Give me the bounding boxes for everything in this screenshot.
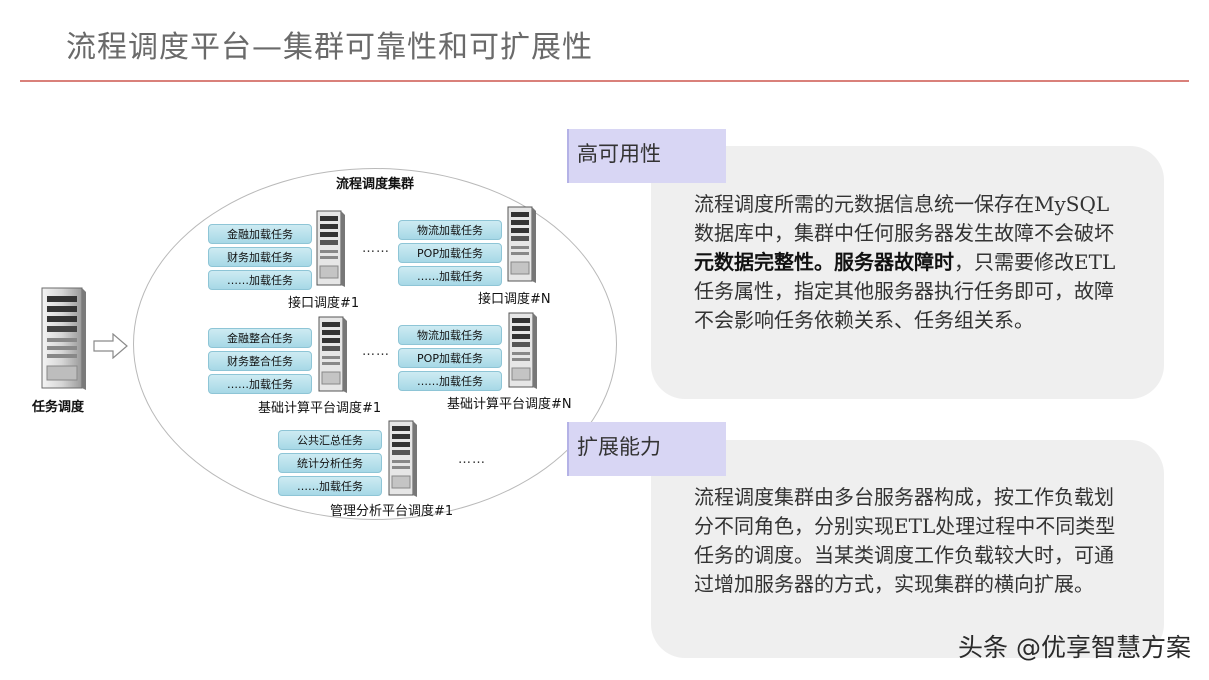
node-label: 管理分析平台调度#1 [330,504,454,519]
right-arrow-icon [93,333,128,359]
server-icon [508,312,537,389]
task-box: POP加载任务 [398,348,502,368]
scalability-tag: 扩展能力 [567,422,726,476]
watermark: 头条 @优享智慧方案 [958,633,1191,662]
task-box: 物流加载任务 [398,220,502,240]
page-title: 流程调度平台—集群可靠性和可扩展性 [66,30,593,65]
task-box: 财务整合任务 [208,351,312,371]
task-box: ……加载任务 [398,266,502,286]
task-box: ……加载任务 [208,374,312,394]
task-box: 公共汇总任务 [278,430,382,450]
task-box: 统计分析任务 [278,453,382,473]
scheduler-server-icon [41,287,86,390]
task-box: POP加载任务 [398,243,502,263]
task-box: ……加载任务 [398,371,502,391]
task-box: 金融整合任务 [208,328,312,348]
scalability-text: 流程调度集群由多台服务器构成，按工作负载划分不同角色，分别实现ETL处理过程中不… [694,485,1116,596]
ellipsis: …… [362,344,390,359]
high-availability-tag: 高可用性 [567,129,726,183]
cluster-ellipse [133,168,617,520]
high-availability-text: 流程调度所需的元数据信息统一保存在MySQL数据库中，集群中任何服务器发生故障不… [694,192,1116,332]
task-box: 金融加载任务 [208,224,312,244]
server-icon [388,420,417,497]
task-box: 财务加载任务 [208,247,312,267]
title-divider [20,80,1189,82]
ellipsis: …… [362,241,390,256]
task-box: ……加载任务 [278,476,382,496]
node-label: 基础计算平台调度#1 [258,401,382,416]
scalability-panel [651,440,1164,658]
node-label: 接口调度#N [478,292,551,307]
node-label: 基础计算平台调度#N [447,397,572,412]
server-icon [316,210,345,287]
cluster-title: 流程调度集群 [336,177,415,192]
high-availability-panel [651,146,1164,399]
task-box: 物流加载任务 [398,325,502,345]
server-icon [507,206,536,283]
ellipsis: …… [458,452,486,467]
node-label: 接口调度#1 [288,296,360,311]
server-icon [318,316,347,393]
task-box: ……加载任务 [208,270,312,290]
scheduler-label: 任务调度 [32,400,85,415]
